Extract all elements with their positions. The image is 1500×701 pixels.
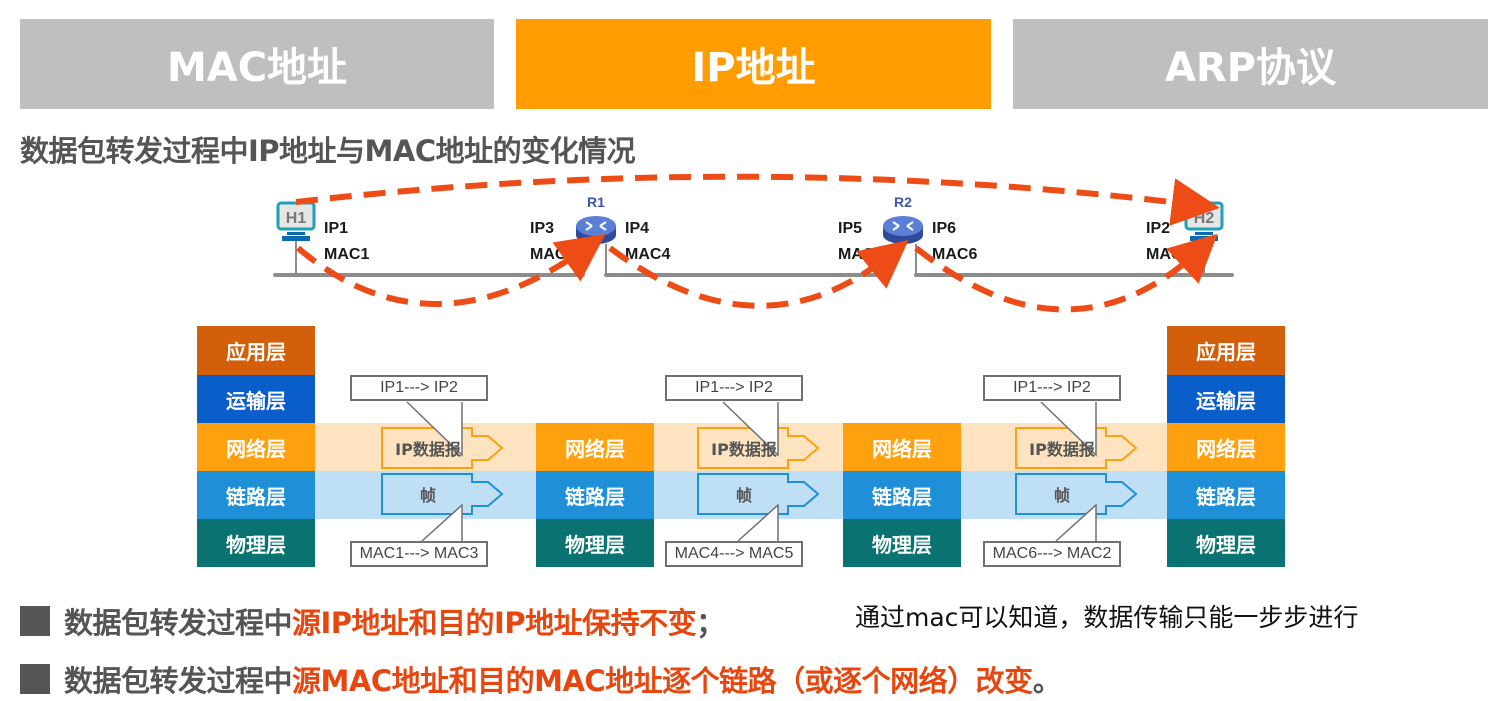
frame-label: 帧 <box>419 486 436 505</box>
ip-change-callout: IP1---> IP2 <box>665 375 803 401</box>
ip-datagram-label: IP数据报 <box>395 440 461 459</box>
lan-links <box>273 240 1234 277</box>
frame-arrow <box>381 473 504 515</box>
frame-label: 帧 <box>735 486 752 505</box>
link-layer: 链路层 <box>1167 471 1285 519</box>
hop2-mac-arrow <box>608 239 909 309</box>
mac-callout-pointer <box>737 503 779 542</box>
r1-right-mac: MAC4 <box>625 246 670 263</box>
tab-ip-address[interactable]: IP地址 <box>516 19 991 109</box>
frame-label: 帧 <box>1053 486 1070 505</box>
end-to-end-ip-arrow <box>295 173 1220 226</box>
packet-paths <box>295 173 1220 313</box>
host-h2-icon: H2 <box>1184 201 1224 241</box>
ip-datagram-label: IP数据报 <box>1029 440 1095 459</box>
network-layer: 网络层 <box>843 423 961 471</box>
r1-left-ip: IP3 <box>530 220 554 237</box>
router-r2-icon: R2 <box>883 194 923 244</box>
ip-change-callout: IP1---> IP2 <box>350 375 488 401</box>
host-h1-name: H1 <box>286 210 307 227</box>
router-r1-name: R1 <box>587 194 605 210</box>
link-layer: 链路层 <box>197 471 315 519</box>
bullet-highlight: 源IP地址和目的IP地址保持不变 <box>292 606 697 640</box>
hop-shapes <box>381 401 1138 542</box>
link-layer: 链路层 <box>536 471 654 519</box>
r2-left-ip: IP5 <box>838 220 862 237</box>
frame-arrow <box>1015 473 1138 515</box>
bullet-square-icon <box>20 664 50 694</box>
network-layer: 网络层 <box>1167 423 1285 471</box>
physical-layer: 物理层 <box>1167 519 1285 567</box>
bullet-ip-unchanged: 数据包转发过程中 源IP地址和目的IP地址保持不变 ； <box>20 600 725 642</box>
physical-layer: 物理层 <box>536 519 654 567</box>
ip-callout-pointer <box>722 401 779 457</box>
r2-left-mac: MAC5 <box>838 246 883 263</box>
r1-right-ip: IP4 <box>625 220 649 237</box>
bullet-prefix: 数据包转发过程中 <box>64 606 293 640</box>
mac-callout-pointer <box>1055 503 1097 542</box>
bullet-prefix: 数据包转发过程中 <box>64 664 293 698</box>
bullet-square-icon <box>20 606 50 636</box>
host-h1-icon: H1 <box>276 201 316 241</box>
host-h2-name: H2 <box>1194 210 1215 227</box>
physical-layer: 物理层 <box>197 519 315 567</box>
ip-datagram-arrow <box>381 427 504 469</box>
tab-label: MAC地址 <box>166 45 348 91</box>
router-r2-name: R2 <box>894 194 912 210</box>
ip-datagram-label: IP数据报 <box>711 440 777 459</box>
hop3-mac-arrow <box>914 233 1218 313</box>
mac-callout-pointer <box>421 503 463 542</box>
hop1-mac-arrow <box>296 234 606 307</box>
tab-mac-address[interactable]: MAC地址 <box>20 19 494 109</box>
annotation-note: 通过mac可以知道，数据传输只能一步步进行 <box>855 603 1359 632</box>
mac-change-callout: MAC4---> MAC5 <box>665 541 803 567</box>
r2-right-ip: IP6 <box>932 220 956 237</box>
h2-mac: MAC2 <box>1146 246 1191 263</box>
network-layer: 网络层 <box>536 423 654 471</box>
address-labels: IP1 MAC1 IP3 MAC3 IP4 MAC4 IP5 MAC5 IP6 … <box>324 220 1191 263</box>
tab-label: IP地址 <box>691 45 816 91</box>
frame-arrow <box>697 473 820 515</box>
network-layer: 网络层 <box>197 423 315 471</box>
r2-right-mac: MAC6 <box>932 246 977 263</box>
h1-mac: MAC1 <box>324 246 369 263</box>
ip-change-callout: IP1---> IP2 <box>983 375 1121 401</box>
mac-change-callout: MAC6---> MAC2 <box>983 541 1121 567</box>
ip-callout-pointer <box>1040 401 1097 457</box>
application-layer: 应用层 <box>197 326 315 375</box>
mac-change-callout: MAC1---> MAC3 <box>350 541 488 567</box>
h1-ip: IP1 <box>324 220 348 237</box>
ip-callout-pointer <box>406 401 463 457</box>
transport-layer: 运输层 <box>1167 375 1285 423</box>
router-r1-icon: R1 <box>576 194 616 244</box>
bullet-suffix: 。 <box>1032 664 1062 698</box>
ip-datagram-arrow <box>1015 427 1138 469</box>
application-layer: 应用层 <box>1167 326 1285 375</box>
tab-label: ARP协议 <box>1164 45 1337 91</box>
tab-arp-protocol[interactable]: ARP协议 <box>1013 19 1488 109</box>
section-title: 数据包转发过程中IP地址与MAC地址的变化情况 <box>20 134 636 168</box>
physical-layer: 物理层 <box>843 519 961 567</box>
ip-datagram-arrow <box>697 427 820 469</box>
h2-ip: IP2 <box>1146 220 1170 237</box>
bullet-mac-changes: 数据包转发过程中 源MAC地址和目的MAC地址逐个链路（或逐个网络）改变 。 <box>20 658 1062 700</box>
bullet-highlight: 源MAC地址和目的MAC地址逐个链路（或逐个网络）改变 <box>292 664 1033 698</box>
transport-layer: 运输层 <box>197 375 315 423</box>
bullet-suffix: ； <box>696 606 725 640</box>
link-layer: 链路层 <box>843 471 961 519</box>
